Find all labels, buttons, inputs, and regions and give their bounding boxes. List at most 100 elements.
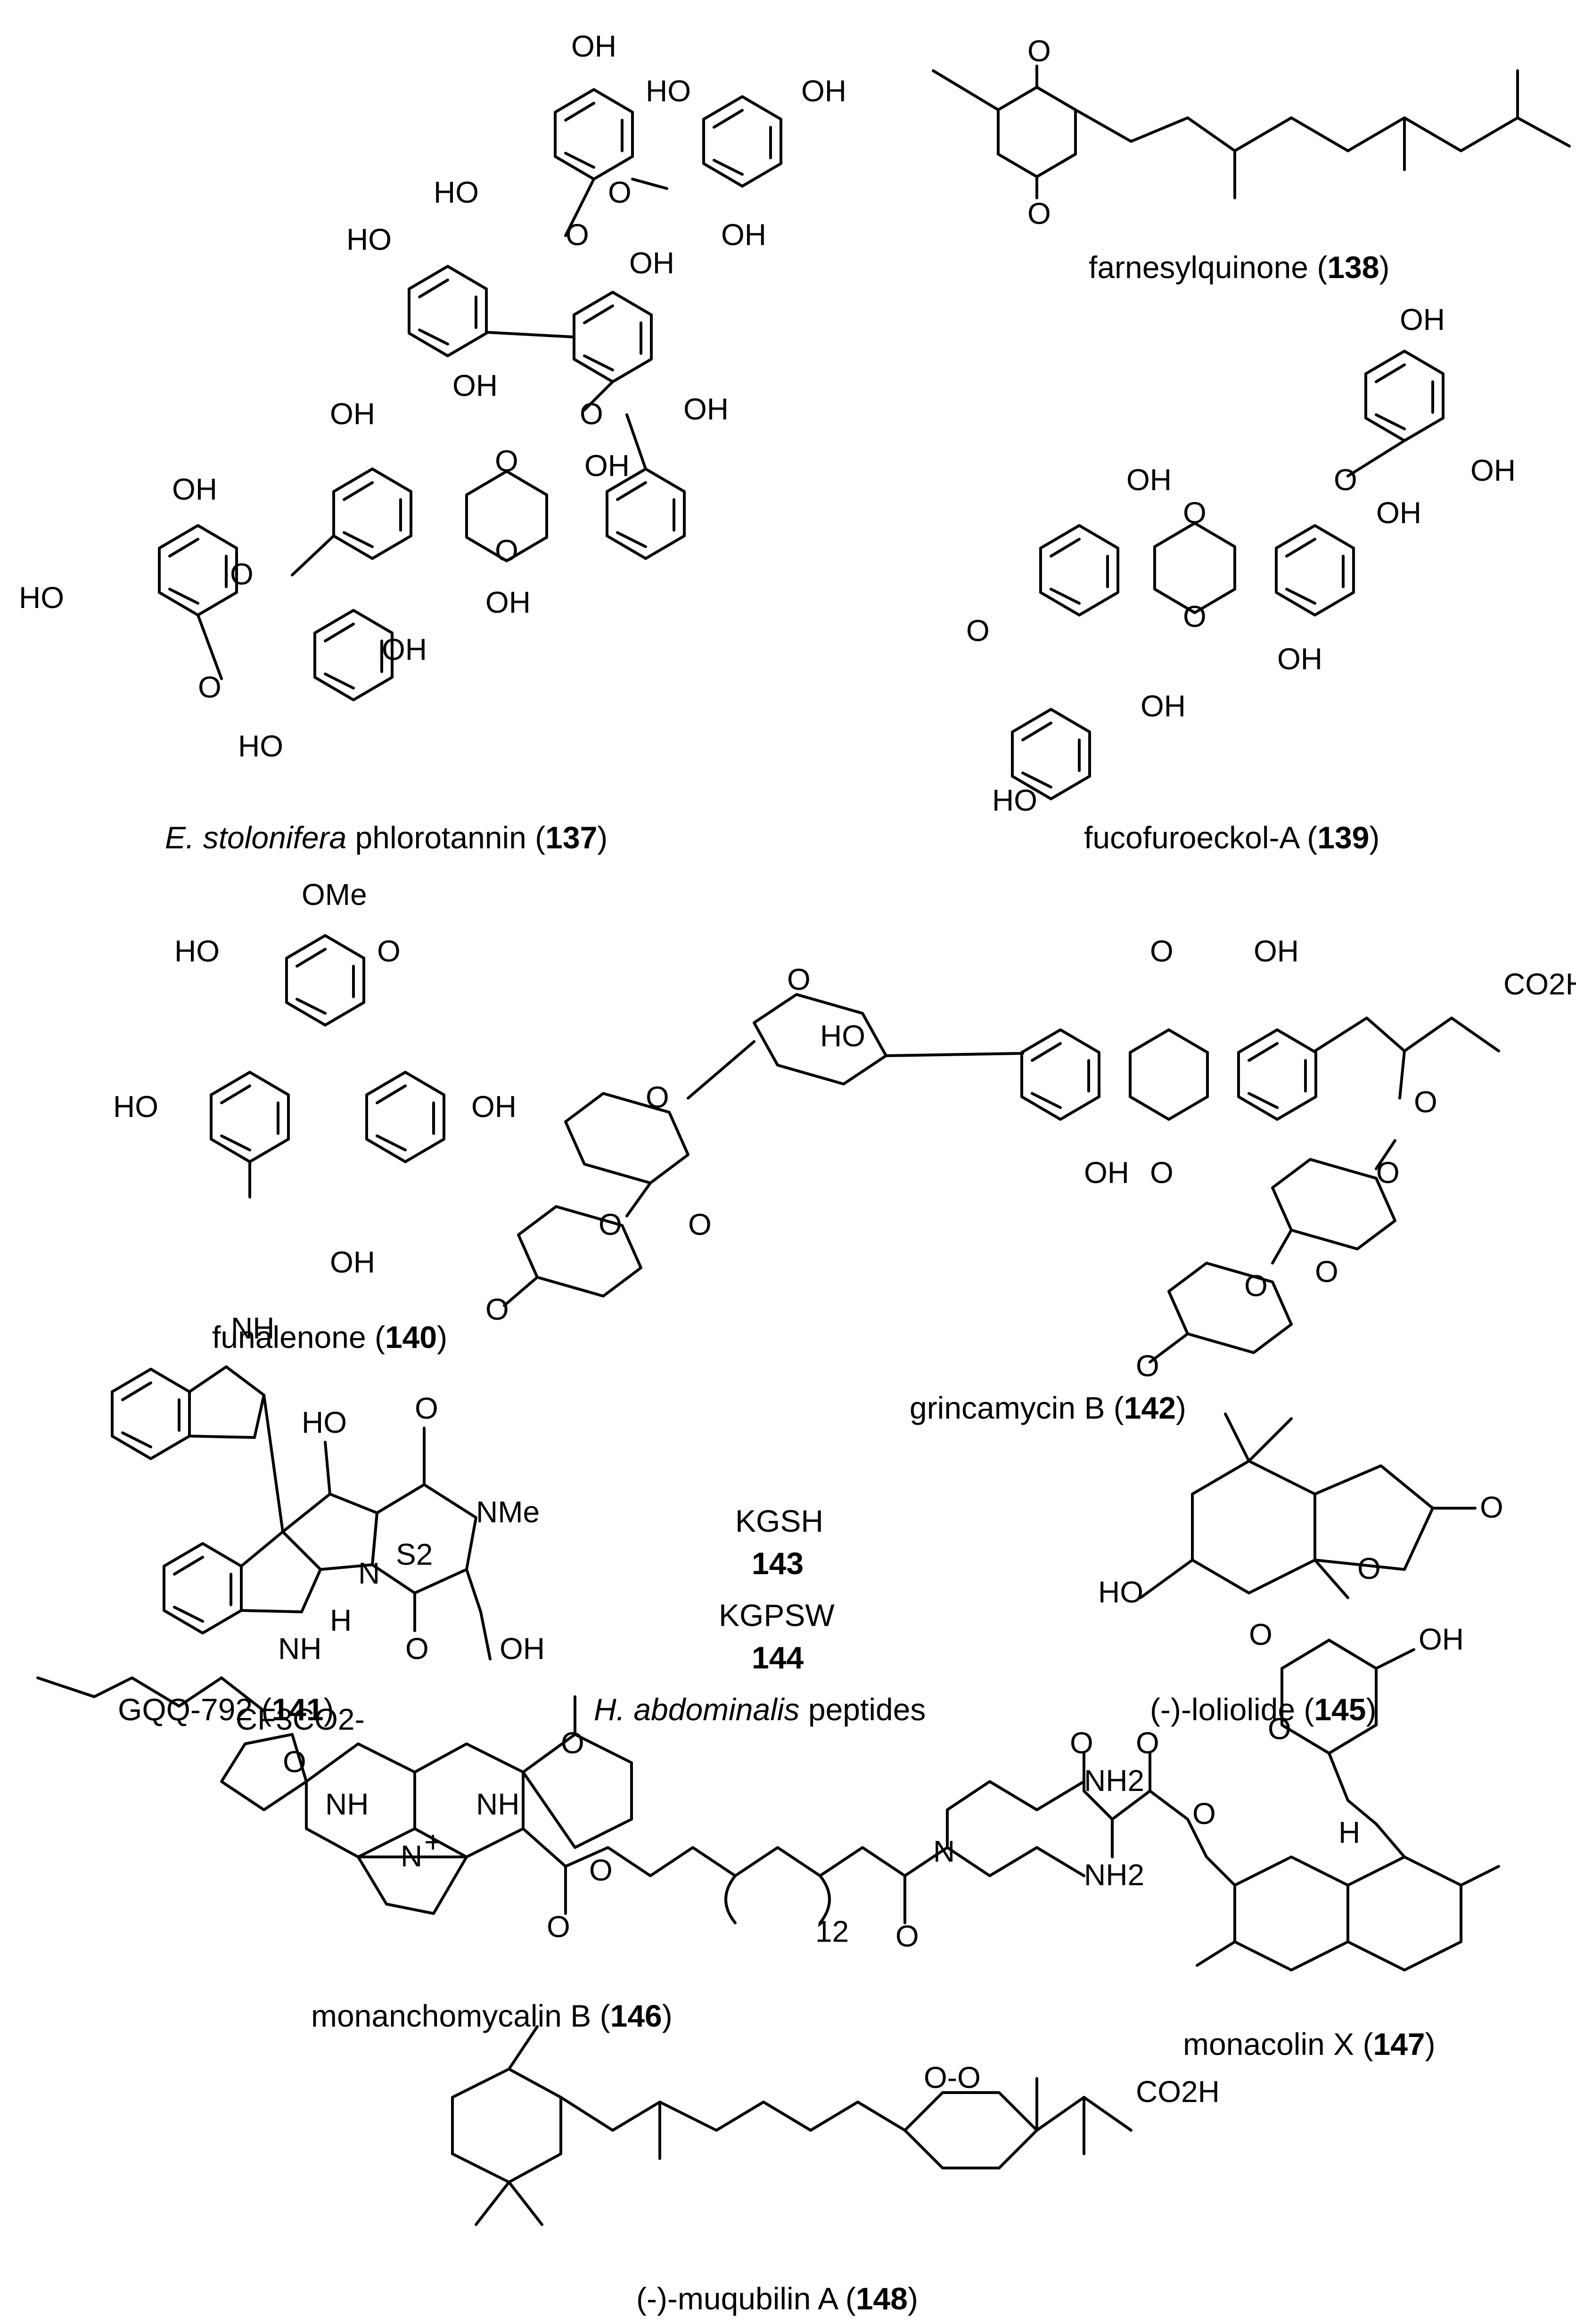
label-o: O xyxy=(485,1292,509,1326)
label-o: O xyxy=(1070,1726,1093,1760)
label-oh: OH xyxy=(683,392,729,426)
label-o: O xyxy=(198,670,222,704)
label-o: O xyxy=(589,1853,613,1887)
label-o: O xyxy=(1315,1255,1338,1289)
label-o: O xyxy=(283,1745,306,1779)
label-nh: NH xyxy=(231,1311,274,1345)
label-o: O xyxy=(1183,496,1207,530)
label-oh: OH xyxy=(452,369,498,402)
label-o: O xyxy=(608,175,632,209)
label-oh: OH xyxy=(172,472,217,506)
label-oh: OH xyxy=(1376,496,1421,530)
label-oh: OH xyxy=(382,632,427,666)
label-oh: OH xyxy=(1084,1156,1129,1190)
label-o-o: O-O xyxy=(924,2061,981,2094)
caption-142: grincamycin B (142) xyxy=(910,1390,1186,1425)
structure-141: NH HO O NMe N S2 H O NH OH xyxy=(112,1311,545,1666)
label-oh: OH xyxy=(584,449,630,483)
caption-139: fucofuroeckol-A (139) xyxy=(1084,820,1379,855)
caption-148: (-)-muqubilin A (148) xyxy=(636,2281,918,2316)
label-o: O xyxy=(1357,1552,1381,1585)
label-n: N xyxy=(358,1556,380,1590)
label-o: O xyxy=(1027,34,1051,68)
label-o: O xyxy=(230,557,254,591)
label-o: O xyxy=(966,614,990,648)
label-o: O xyxy=(1027,197,1051,230)
label-h: H xyxy=(1338,1815,1360,1849)
peptide-143-number: 143 xyxy=(752,1546,804,1581)
peptide-144-name: KGPSW xyxy=(719,1598,835,1633)
peptide-144-number: 144 xyxy=(752,1640,804,1675)
structure-145: O O HO xyxy=(1098,1412,1503,1609)
label-nh: NH xyxy=(476,1787,519,1821)
label-o: O xyxy=(495,534,518,567)
label-nh2: NH2 xyxy=(1084,1858,1144,1892)
label-oh: OH xyxy=(1470,453,1516,487)
peptide-143-name: KGSH xyxy=(735,1503,823,1538)
structure-143-144: KGSH 143 KGPSW 144 xyxy=(719,1503,835,1675)
label-oh: OH xyxy=(500,1632,545,1666)
label-o: O xyxy=(547,1910,570,1944)
label-o: O xyxy=(1244,1269,1268,1303)
caption-147: monacolin X (147) xyxy=(1183,2027,1436,2061)
label-o: O xyxy=(1376,1156,1400,1190)
label-o: O xyxy=(1192,1797,1216,1831)
label-o: O xyxy=(1268,1712,1291,1746)
caption-146: monanchomycalin B (146) xyxy=(311,1998,673,2033)
label-o: O xyxy=(1249,1618,1272,1651)
label-ho: HO xyxy=(302,1405,347,1439)
structure-147: O O OH O O O H xyxy=(1070,1618,1500,1971)
label-ho: HO xyxy=(820,1019,865,1053)
label-nh2: NH2 xyxy=(1084,1764,1144,1798)
label-ho: HO xyxy=(19,581,64,615)
label-o: O xyxy=(1136,1726,1159,1760)
structure-138: O O xyxy=(932,34,1571,230)
label-o: O xyxy=(580,397,603,431)
label-h: H xyxy=(330,1603,352,1637)
label-ho: HO xyxy=(646,74,691,108)
label-o: O xyxy=(1480,1490,1503,1524)
caption-140: funalenone (140) xyxy=(212,1320,447,1355)
label-n: N xyxy=(933,1834,955,1868)
label-o: O xyxy=(377,934,401,968)
label-o: O xyxy=(566,218,589,252)
label-o: O xyxy=(895,1919,919,1953)
label-o: O xyxy=(1183,599,1207,633)
label-ho: HO xyxy=(346,222,392,256)
label-o: O xyxy=(1334,463,1357,497)
label-oh: OH xyxy=(629,246,674,280)
label-ho: HO xyxy=(238,729,283,763)
caption-145: (-)-loliolide (145) xyxy=(1150,1692,1376,1727)
label-co2h: CO2H xyxy=(1503,967,1576,1001)
label-ho: HO xyxy=(992,783,1037,817)
label-oh: OH xyxy=(721,218,766,252)
structure-146: CF3CO2- O NH NH O N + O O 12 O N NH2 NH2 xyxy=(36,1676,1144,1953)
label-oh: OH xyxy=(1400,303,1445,337)
label-o: O xyxy=(1414,1085,1437,1119)
label-o: O xyxy=(495,444,518,478)
label-ho: HO xyxy=(174,934,220,968)
label-plus: + xyxy=(424,1825,442,1859)
structure-148: O-O CO2H xyxy=(451,2025,1220,2226)
label-oh: OH xyxy=(1254,934,1299,968)
label-cf3co2: CF3CO2- xyxy=(236,1702,365,1736)
label-o: O xyxy=(405,1632,429,1666)
label-o: O xyxy=(1150,1156,1174,1190)
label-ho: HO xyxy=(434,175,479,209)
caption-143-144: H. abdominalis peptides xyxy=(594,1692,926,1727)
label-oh: OH xyxy=(1141,689,1186,723)
label-nh: NH xyxy=(278,1632,321,1666)
label-oh: OH xyxy=(1277,642,1322,676)
label-o: O xyxy=(415,1391,438,1425)
label-o: O xyxy=(561,1726,584,1760)
caption-137: E. stolonifera phlorotannin (137) xyxy=(165,820,607,855)
label-n12: 12 xyxy=(815,1914,849,1948)
caption-138: farnesylquinone (138) xyxy=(1089,250,1389,285)
label-s2: S2 xyxy=(396,1537,433,1571)
label-oh: OH xyxy=(1126,463,1172,497)
label-oh: OH xyxy=(571,29,616,63)
label-o: O xyxy=(1150,934,1174,968)
label-o: O xyxy=(646,1080,669,1114)
label-o: O xyxy=(787,962,811,996)
